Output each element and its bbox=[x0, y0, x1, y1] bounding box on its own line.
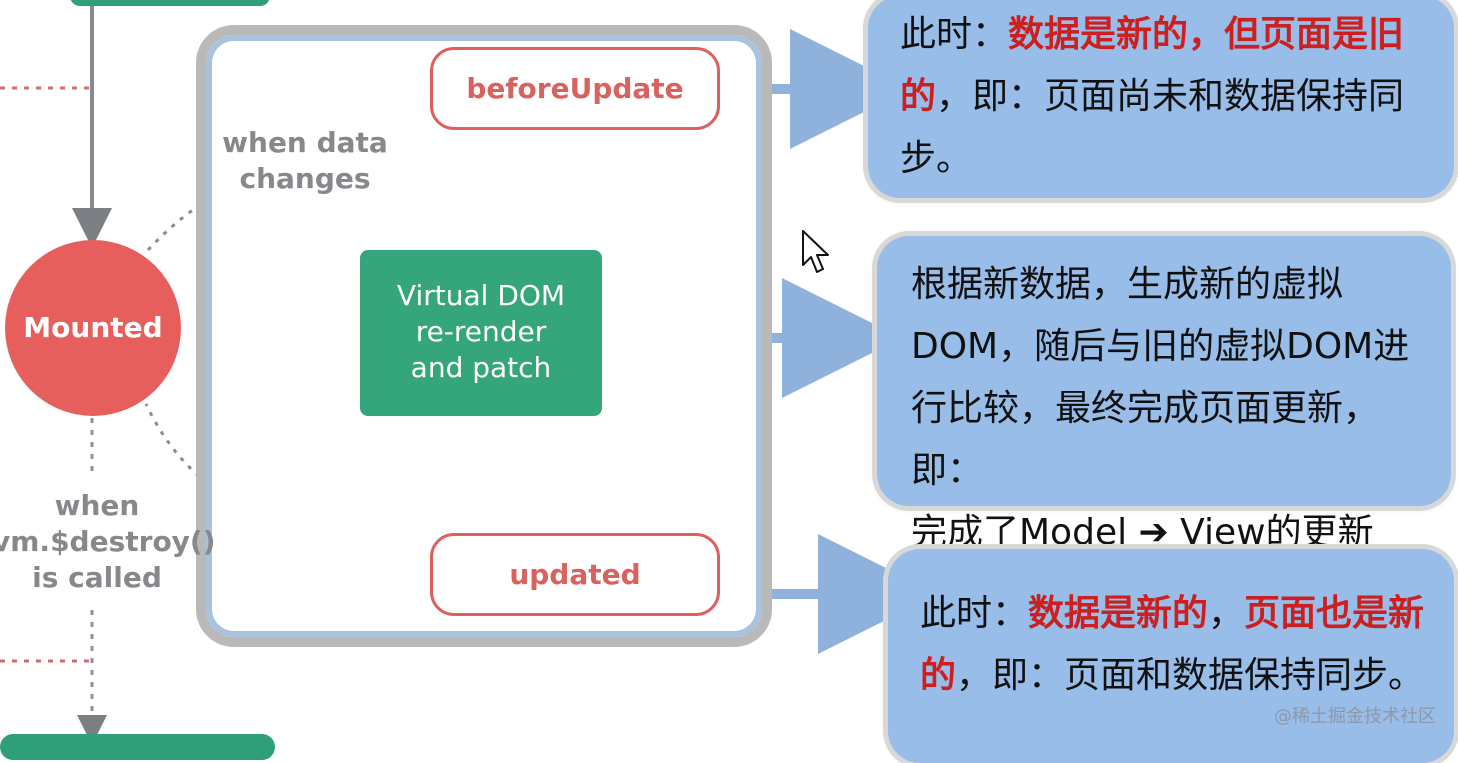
data-change-line2: changes bbox=[239, 162, 371, 195]
updated-node: updated bbox=[430, 533, 720, 616]
before-update-note: 此时：数据是新的，但页面是旧 的，即：页面尚未和数据保持同 步。 bbox=[868, 0, 1454, 198]
updated-note-highlight1: 数据是新的 bbox=[1028, 593, 1209, 634]
destroy-line2: vm.$destroy() bbox=[0, 525, 216, 558]
mounted-label: Mounted bbox=[23, 311, 163, 344]
data-change-line1: when data bbox=[222, 126, 388, 159]
destroy-line1: when bbox=[54, 489, 140, 522]
updated-note-highlight2: 页面也是新 bbox=[1244, 593, 1425, 634]
destroy-line3: is called bbox=[32, 561, 162, 594]
updated-note-line1: 此时：数据是新的，页面也是新 bbox=[920, 583, 1432, 645]
updated-note-line2: 的，即：页面和数据保持同步。 bbox=[920, 645, 1432, 707]
updated-label: updated bbox=[509, 558, 641, 591]
virtual-dom-line2: re-render bbox=[415, 315, 547, 348]
updated-note-line2-highlight: 的 bbox=[920, 655, 957, 696]
virtual-dom-note-line3: 行比较，最终完成页面更新，即： bbox=[911, 388, 1380, 491]
before-update-note-line2-highlight: 的 bbox=[900, 76, 937, 117]
mounted-node: Mounted bbox=[5, 240, 181, 416]
virtual-dom-line1: Virtual DOM bbox=[396, 279, 566, 312]
destroy-annotation: when vm.$destroy() is called bbox=[0, 488, 216, 596]
before-update-note-line1: 此时：数据是新的，但页面是旧 bbox=[900, 4, 1426, 66]
updated-note-comma: ， bbox=[1208, 593, 1245, 634]
virtual-dom-note-line4: 完成了Model ➔ View的更新 bbox=[911, 512, 1374, 553]
data-change-annotation: when data changes bbox=[205, 125, 405, 197]
virtual-dom-note-line2: DOM，随后与旧的虚拟DOM进 bbox=[911, 326, 1410, 367]
updated-note-line2-rest: ，即：页面和数据保持同步。 bbox=[956, 655, 1425, 696]
mouse-pointer-icon bbox=[802, 230, 829, 273]
top-green-bar bbox=[70, 0, 270, 6]
before-update-note-line2: 的，即：页面尚未和数据保持同 bbox=[900, 66, 1426, 128]
updated-note: 此时：数据是新的，页面也是新 的，即：页面和数据保持同步。 bbox=[888, 549, 1454, 763]
before-update-note-line3: 步。 bbox=[900, 138, 973, 179]
virtual-dom-line3: and patch bbox=[410, 351, 552, 384]
updated-note-prefix: 此时： bbox=[920, 593, 1029, 634]
before-update-label: beforeUpdate bbox=[466, 72, 684, 105]
bottom-green-bar bbox=[0, 734, 275, 760]
before-update-note-prefix: 此时： bbox=[900, 14, 1009, 55]
before-update-node: beforeUpdate bbox=[430, 47, 720, 130]
before-update-note-highlight: 数据是新的，但页面是旧 bbox=[1008, 14, 1405, 55]
virtual-dom-node: Virtual DOM re-render and patch bbox=[360, 250, 602, 416]
virtual-dom-note-line1: 根据新数据，生成新的虚拟 bbox=[911, 264, 1344, 305]
before-update-note-line2-rest: ，即：页面尚未和数据保持同 bbox=[936, 76, 1405, 117]
watermark: @稀土掘金技术社区 bbox=[1274, 706, 1436, 727]
virtual-dom-note: 根据新数据，生成新的虚拟 DOM，随后与旧的虚拟DOM进 行比较，最终完成页面更… bbox=[877, 236, 1451, 553]
